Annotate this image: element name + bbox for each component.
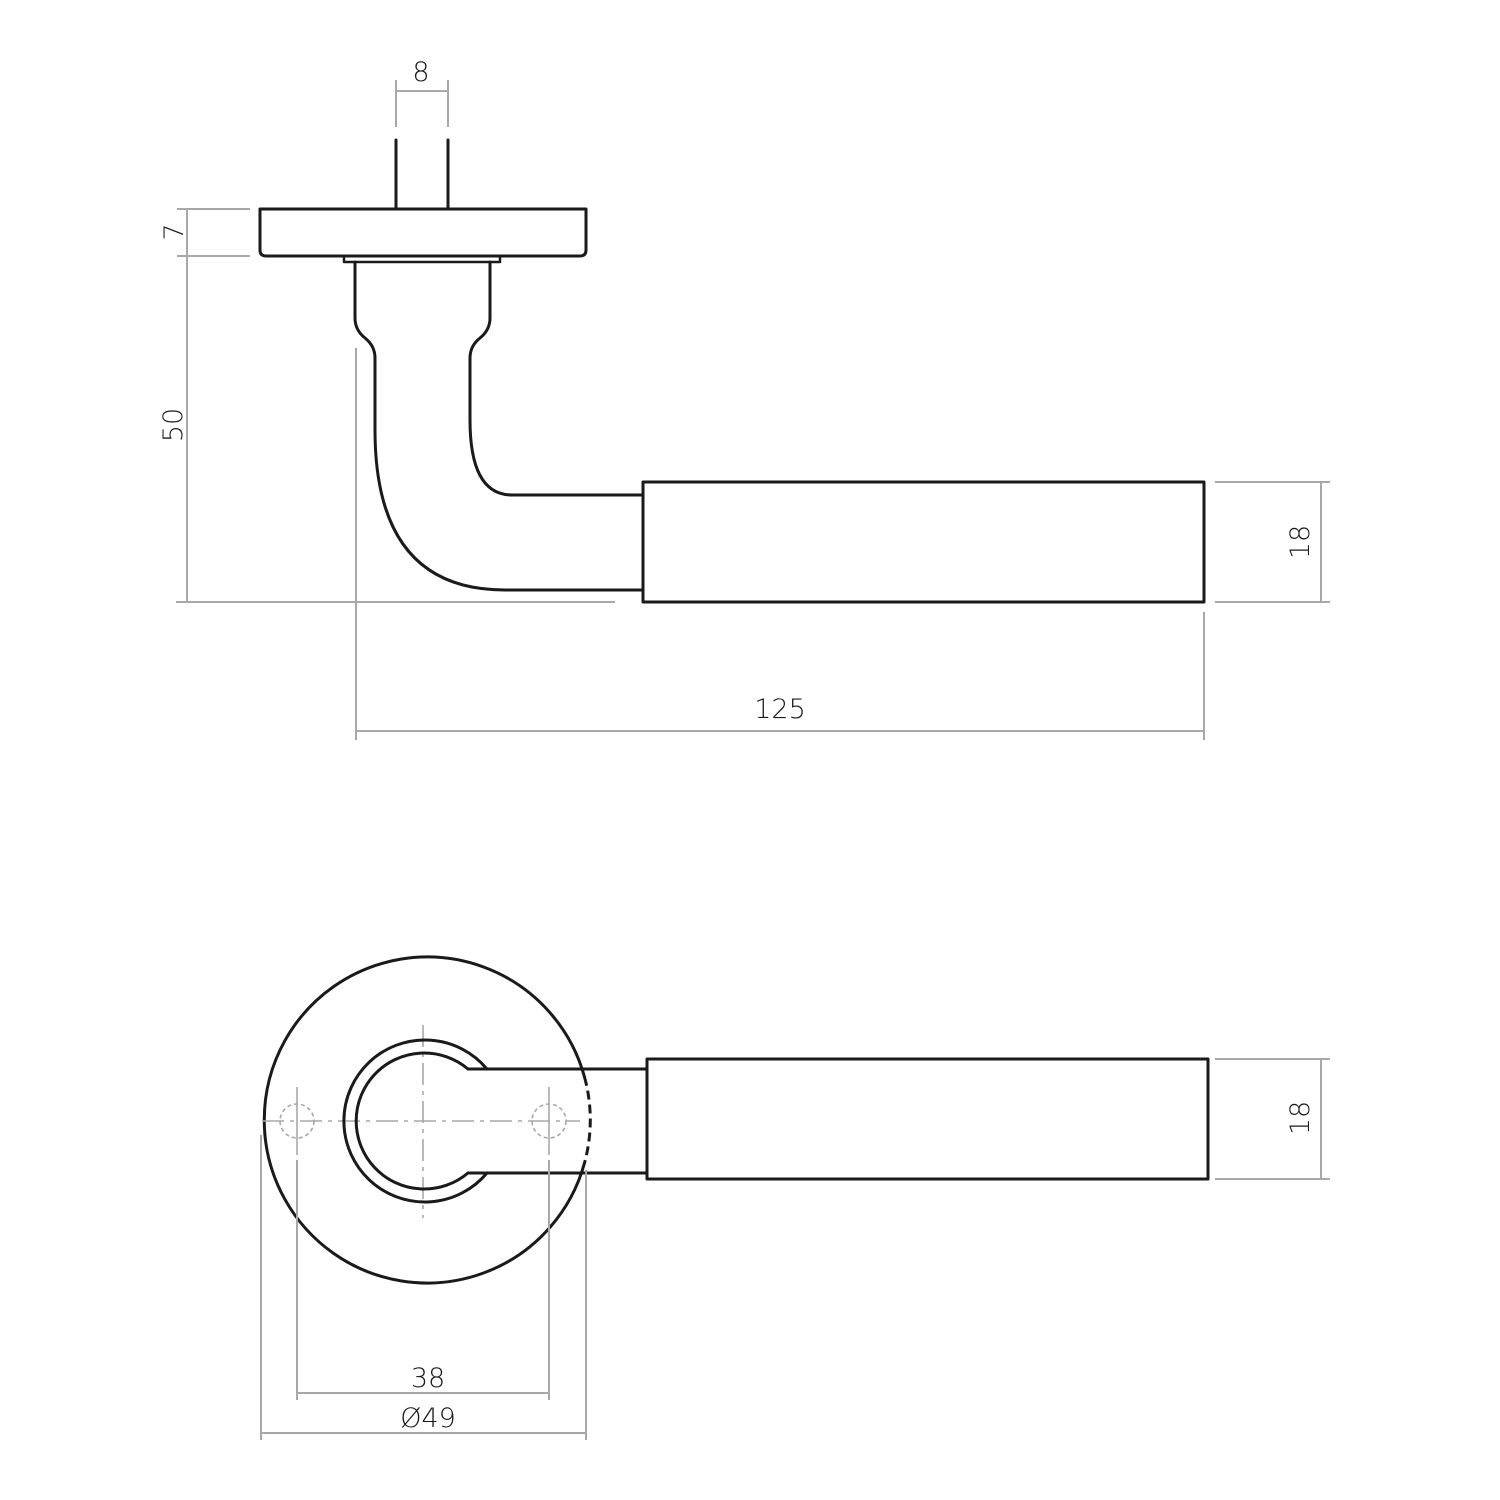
dim-rosette-thickness: 7 <box>159 208 250 257</box>
label-rosette-thickness: 7 <box>159 223 190 240</box>
lever-grip-side <box>641 480 1206 604</box>
rosette-side <box>258 207 588 258</box>
label-grip-thickness-side: 18 <box>1285 525 1316 559</box>
dim-grip-thickness-side: 18 <box>1215 481 1330 603</box>
lever-outer-curve <box>353 260 645 592</box>
label-rosette-diameter: Ø49 <box>400 1403 456 1434</box>
label-height: 50 <box>158 408 189 442</box>
rosette-collar <box>342 254 502 264</box>
front-view: 18 38 Ø49 <box>260 955 1330 1440</box>
collar-outer-ring <box>342 1038 489 1204</box>
side-view: 8 7 50 18 125 <box>158 57 1330 740</box>
label-spindle-width: 8 <box>412 57 429 88</box>
dim-grip-thickness-front: 18 <box>1215 1058 1330 1180</box>
lever-grip-front <box>645 1057 1210 1181</box>
label-hole-spacing: 38 <box>411 1363 445 1394</box>
lever-inner-curve <box>468 260 645 497</box>
dim-height: 50 <box>158 256 615 603</box>
dim-hole-spacing: 38 <box>296 1160 550 1400</box>
dim-rosette-diameter: Ø49 <box>260 1135 587 1440</box>
dim-spindle-width: 8 <box>395 57 449 127</box>
label-grip-thickness-front: 18 <box>1285 1101 1316 1135</box>
collar-inner-ring <box>354 1051 470 1191</box>
rosette-outline <box>262 955 586 1285</box>
dim-projection: 125 <box>355 348 1205 740</box>
label-projection: 125 <box>754 694 806 725</box>
rosette-hidden-edge <box>583 1076 592 1164</box>
